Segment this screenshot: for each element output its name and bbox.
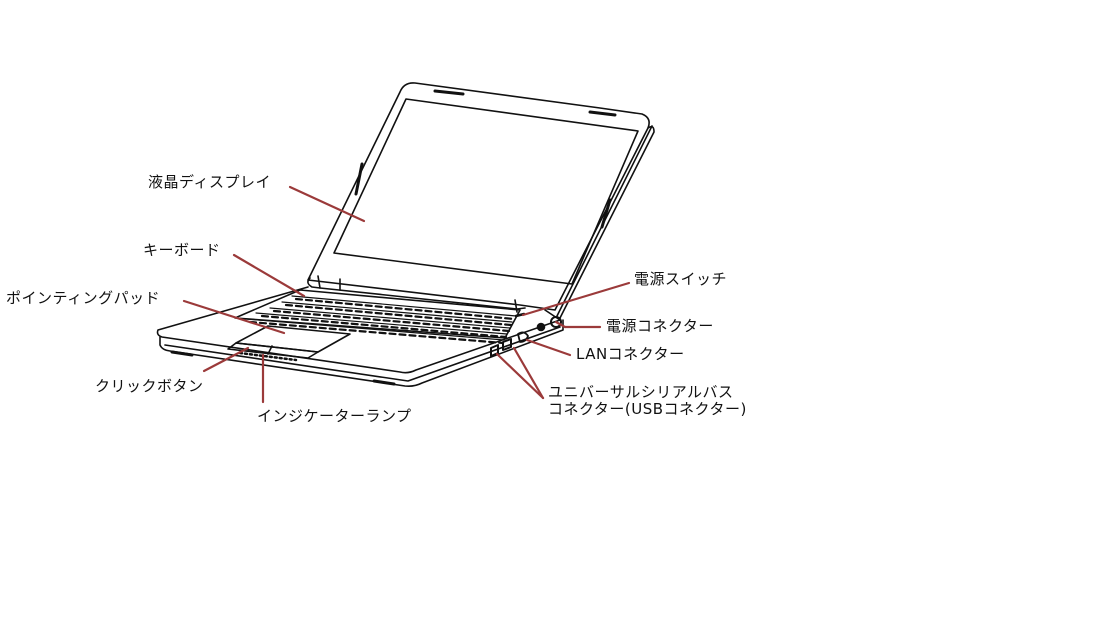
label-power-connector: 電源コネクター [606,317,714,335]
leader-keyboard [232,253,306,298]
laptop-outline [156,82,655,387]
usb-port-1 [490,344,499,357]
lid-outer [307,82,650,311]
label-keyboard: キーボード [143,241,221,259]
lan-port [517,331,529,343]
label-power-switch: 電源スイッチ [634,270,728,288]
leader-lines [182,185,631,404]
power-switch [550,316,562,328]
label-pointing-pad: ポインティングパッド [6,289,161,307]
leader-power-connector-b [554,320,567,329]
label-indicator-lamp: インジケーターランプ [257,407,412,425]
leader-usb-1 [495,352,545,400]
leader-power-switch [521,281,631,317]
label-usb-connector-line2: コネクター(USBコネクター) [548,400,747,418]
leader-lan [525,338,572,357]
base-deck [156,286,561,374]
label-click-button: クリックボタン [95,377,204,395]
leader-usb-2 [512,346,545,400]
power-connector-port [536,322,546,332]
label-lcd-display: 液晶ディスプレイ [148,173,271,191]
leader-click-button [202,346,250,373]
leader-pointing-pad [182,299,286,335]
screen [333,98,639,285]
label-lan-connector: LANコネクター [576,345,685,363]
leader-lcd [288,185,366,223]
keyboard-keys [245,295,517,341]
indicator-lamps [238,351,298,362]
label-usb-connector-line1: ユニバーサルシリアルバス [548,383,734,401]
usb-port-2 [502,338,512,351]
